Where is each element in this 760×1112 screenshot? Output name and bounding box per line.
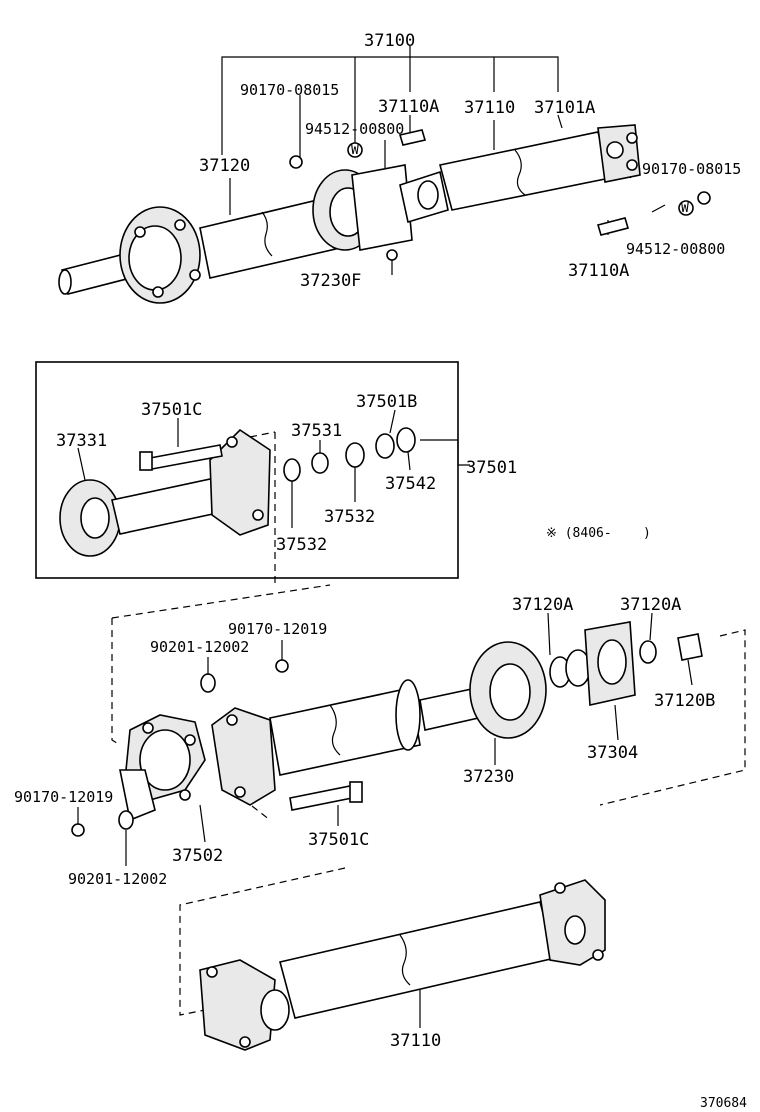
flange-yoke-mid [211, 707, 276, 806]
label-90170-12019-left: 90170-12019 [14, 788, 113, 806]
label-90201-12002-bottom: 90201-12002 [68, 870, 167, 888]
top-shaft-assembly: W W [58, 46, 711, 304]
label-37230F: 37230F [300, 271, 361, 291]
bolt-37110A-right [596, 217, 630, 236]
label-90170-12019-top: 90170-12019 [228, 620, 327, 638]
middle-shaft-assembly [71, 584, 746, 866]
stub-end [58, 269, 72, 295]
washer-37120A [639, 640, 657, 664]
label-37120B: 37120B [654, 691, 715, 711]
label-37120A-b: 37120A [620, 595, 681, 615]
label-37110A-top: 37110A [378, 97, 439, 117]
label-37502: 37502 [172, 846, 223, 866]
nut-90170-12019-top [275, 659, 289, 673]
part-37532-b [345, 442, 365, 468]
nut-90170-12019-left [71, 823, 85, 837]
label-37304: 37304 [587, 743, 638, 763]
rear-tube-37110 [439, 131, 611, 211]
sleeve-yoke-shaft [111, 477, 223, 535]
label-37100: 37100 [364, 31, 415, 51]
label-37501C-mid: 37501C [308, 830, 369, 850]
label-94512-00800-top: 94512-00800 [305, 120, 404, 138]
label-37110A-right: 37110A [568, 261, 629, 281]
label-37542: 37542 [385, 474, 436, 494]
washer-90201-12002-bottom [118, 810, 134, 830]
washer-94512-00800-right [678, 200, 694, 216]
part-37531 [311, 452, 329, 474]
bearing-bracket [351, 164, 413, 251]
nut-90170-08015-top [289, 155, 303, 169]
bottom-left-flange [199, 959, 276, 1051]
label-37110-bottom: 37110 [390, 1031, 441, 1051]
nut-37120B [677, 633, 703, 661]
mid-tube [269, 687, 421, 776]
label-37501: 37501 [466, 458, 517, 478]
washer-94512-00800-top [347, 142, 363, 158]
label-37101A: 37101A [534, 98, 595, 118]
part-37542 [396, 427, 416, 453]
label-37531: 37531 [291, 421, 342, 441]
note-date-code: ※ (8406- ) [546, 526, 651, 541]
boxed-subassembly [59, 409, 470, 585]
bolt-37230F [386, 249, 398, 261]
label-37501B: 37501B [356, 392, 417, 412]
box-37501 [35, 361, 459, 579]
flange-yoke-37501 [209, 428, 271, 536]
washer-90201-12002-top [200, 673, 216, 693]
label-37120: 37120 [199, 156, 250, 176]
label-90170-08015-top: 90170-08015 [240, 81, 339, 99]
part-37532-a [283, 458, 301, 482]
bolt-37501C-mid [289, 784, 358, 811]
label-90201-12002-top: 90201-12002 [150, 638, 249, 656]
label-90170-08015-right: 90170-08015 [642, 160, 741, 178]
label-37532-a: 37532 [324, 507, 375, 527]
label-37532-b: 37532 [276, 535, 327, 555]
label-37120A-a: 37120A [512, 595, 573, 615]
bottom-tube-37110 [279, 901, 556, 1019]
svg-text:W: W [681, 201, 689, 216]
label-37110-top: 37110 [464, 98, 515, 118]
figure-number: 370684 [700, 1096, 747, 1111]
label-37501C-box: 37501C [141, 400, 202, 420]
bolt-37110A-top [398, 129, 427, 146]
bracket-37100 [221, 56, 559, 92]
svg-text:W: W [351, 143, 359, 158]
label-94512-00800-right: 94512-00800 [626, 240, 725, 258]
part-37501B [375, 433, 395, 459]
label-37331: 37331 [56, 431, 107, 451]
nut-90170-08015-right [697, 191, 711, 205]
label-37230: 37230 [463, 767, 514, 787]
bottom-shaft-assembly [179, 867, 606, 1051]
